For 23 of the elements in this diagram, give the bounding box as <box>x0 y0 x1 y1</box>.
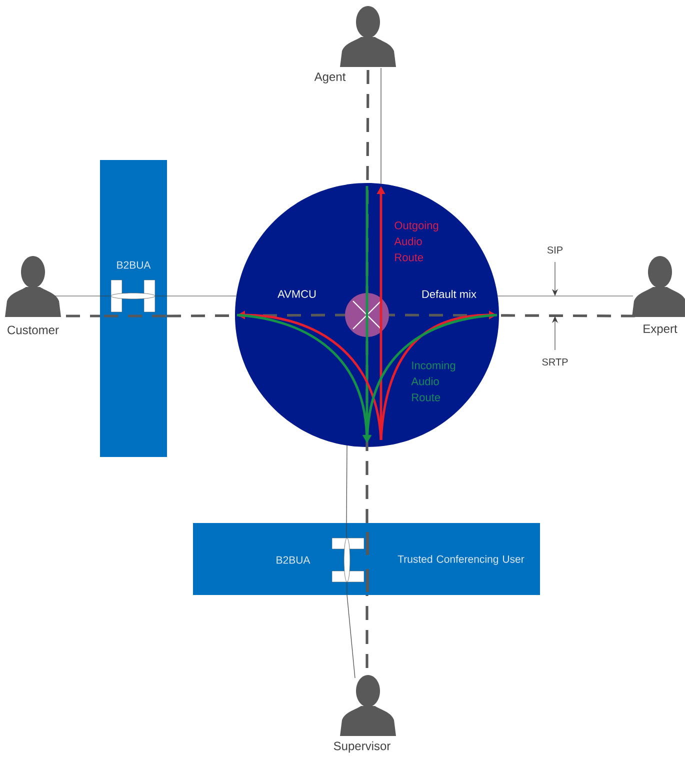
signaling-line <box>380 68 382 184</box>
signaling-line <box>346 445 348 524</box>
person-label: Expert <box>644 324 678 336</box>
mix-label: Default mix <box>422 290 476 298</box>
route-label: Outgoing Audio Route <box>394 221 438 262</box>
protocol-label: SIP <box>547 246 563 254</box>
signaling-line <box>346 594 356 678</box>
person-label: Agent <box>314 72 346 84</box>
route-label: Incoming Audio Route <box>411 361 456 402</box>
media-line <box>66 314 100 318</box>
mixer-symbol <box>345 293 389 337</box>
mcu-label: AVMCU <box>278 290 316 298</box>
protocol-label: SRTP <box>542 358 568 366</box>
node-label: Trusted Conferencing User <box>398 555 524 565</box>
gateway-band: B2BUA Trusted Conferencing User <box>193 523 540 595</box>
gateway-band: B2BUA <box>100 160 167 457</box>
media-line <box>388 314 635 318</box>
person-label: Supervisor <box>334 741 390 753</box>
node-label: B2BUA <box>276 556 310 564</box>
media-line <box>167 314 345 318</box>
media-line <box>366 595 368 668</box>
person-label: Customer <box>8 326 59 334</box>
media-line <box>366 70 370 293</box>
